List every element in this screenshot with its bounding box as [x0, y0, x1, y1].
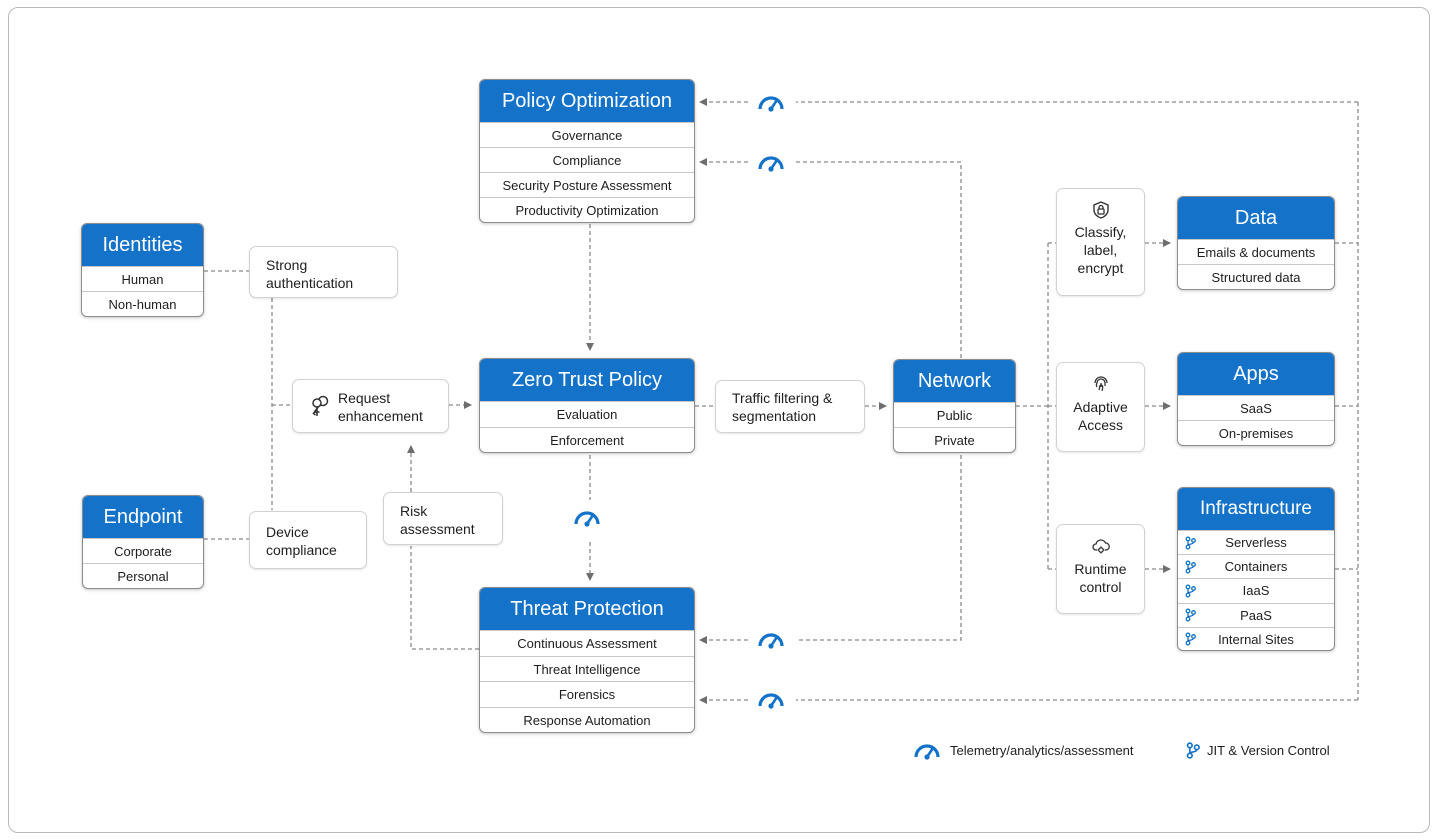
endpoint-item-corporate: Corporate	[83, 538, 203, 563]
device-compliance-label: Device compliance	[249, 511, 367, 569]
request-enhancement-line-1: Request	[338, 390, 391, 406]
classify-line-2: label,	[1083, 242, 1118, 258]
version-control-icon	[1185, 632, 1196, 646]
infra-item-serverless: Serverless	[1178, 530, 1334, 554]
classify-line-1: Classify,	[1074, 224, 1127, 240]
version-control-icon	[1185, 608, 1196, 622]
policy-item-compliance: Compliance	[480, 147, 694, 172]
zero-trust-policy-title: Zero Trust Policy	[480, 359, 694, 401]
version-control-icon	[1185, 584, 1196, 598]
infra-item-internal-sites: Internal Sites	[1178, 626, 1334, 650]
threat-item-continuous-assessment: Continuous Assessment	[480, 630, 694, 656]
runtime-control-line-1: Runtime	[1074, 561, 1127, 577]
strong-auth-line-2: authentication	[266, 275, 354, 291]
risk-assessment-line-2: assessment	[400, 521, 475, 537]
device-compliance-line-1: Device	[266, 524, 309, 540]
policy-item-governance: Governance	[480, 122, 694, 147]
identities-card: Identities Human Non-human	[81, 223, 204, 317]
apps-card: Apps SaaS On-premises	[1177, 352, 1335, 446]
adaptive-access-label: Adaptive Access	[1056, 362, 1145, 452]
data-title: Data	[1178, 197, 1334, 239]
traffic-filtering-label: Traffic filtering & segmentation	[715, 380, 865, 433]
apps-item-on-premises: On-premises	[1178, 420, 1334, 445]
ztp-item-enforcement: Enforcement	[480, 427, 694, 452]
telemetry-gauge-icon	[574, 511, 600, 527]
telemetry-gauge-icon	[758, 633, 784, 649]
strong-auth-line-1: Strong	[266, 257, 308, 273]
data-item-emails-documents: Emails & documents	[1178, 239, 1334, 264]
risk-assessment-line-1: Risk	[400, 503, 428, 519]
telemetry-gauge-icon	[758, 96, 784, 112]
traffic-filtering-line-2: segmentation	[732, 408, 817, 424]
infra-item-label: IaaS	[1242, 583, 1270, 599]
infrastructure-title: Infrastructure	[1178, 488, 1334, 530]
identities-title: Identities	[82, 224, 203, 266]
fingerprint-icon	[1093, 376, 1108, 392]
policy-optimization-card: Policy Optimization Governance Complianc…	[479, 79, 695, 223]
identities-item-human: Human	[82, 266, 203, 291]
endpoint-title: Endpoint	[83, 496, 203, 538]
keys-icon	[312, 395, 329, 416]
cloud-gear-icon	[1091, 539, 1110, 554]
legend-telemetry-label: Telemetry/analytics/assessment	[950, 743, 1134, 758]
policy-item-security-posture: Security Posture Assessment	[480, 172, 694, 197]
diagram-frame	[8, 7, 1430, 833]
telemetry-gauge-icon	[758, 693, 784, 709]
classify-label: Classify, label, encrypt	[1056, 188, 1145, 296]
network-title: Network	[894, 360, 1015, 402]
traffic-filtering-line-1: Traffic filtering &	[732, 390, 833, 406]
infra-item-label: Internal Sites	[1218, 631, 1294, 647]
threat-protection-title: Threat Protection	[480, 588, 694, 630]
apps-item-saas: SaaS	[1178, 395, 1334, 420]
adaptive-access-line-2: Access	[1077, 417, 1124, 433]
network-item-private: Private	[894, 427, 1015, 452]
legend-version-control-icon	[1186, 742, 1200, 759]
device-compliance-line-2: compliance	[266, 542, 337, 558]
infra-item-containers: Containers	[1178, 554, 1334, 578]
infra-item-paas: PaaS	[1178, 602, 1334, 627]
endpoint-item-personal: Personal	[83, 563, 203, 588]
infra-item-iaas: IaaS	[1178, 578, 1334, 602]
zero-trust-policy-card: Zero Trust Policy Evaluation Enforcement	[479, 358, 695, 453]
endpoint-card: Endpoint Corporate Personal	[82, 495, 204, 589]
strong-authentication-label: Strong authentication	[249, 246, 398, 298]
version-control-icon	[1185, 536, 1196, 550]
infra-item-label: PaaS	[1240, 607, 1272, 623]
data-card: Data Emails & documents Structured data	[1177, 196, 1335, 290]
network-card: Network Public Private	[893, 359, 1016, 453]
request-enhancement-label: Request enhancement	[292, 379, 449, 433]
classify-line-3: encrypt	[1077, 260, 1124, 276]
risk-assessment-label: Risk assessment	[383, 492, 503, 545]
identities-item-non-human: Non-human	[82, 291, 203, 316]
adaptive-access-line-1: Adaptive	[1073, 399, 1128, 415]
infra-item-label: Containers	[1224, 559, 1288, 575]
threat-protection-card: Threat Protection Continuous Assessment …	[479, 587, 695, 733]
infra-item-label: Serverless	[1225, 535, 1287, 550]
version-control-icon	[1185, 560, 1196, 574]
apps-title: Apps	[1178, 353, 1334, 395]
network-item-public: Public	[894, 402, 1015, 427]
runtime-control-label: Runtime control	[1056, 524, 1145, 614]
data-item-structured-data: Structured data	[1178, 264, 1334, 289]
legend-telemetry-icon	[914, 744, 940, 760]
threat-item-forensics: Forensics	[480, 681, 694, 707]
policy-item-productivity: Productivity Optimization	[480, 197, 694, 222]
infrastructure-card: Infrastructure Serverless Containers Iaa…	[1177, 487, 1335, 651]
telemetry-gauge-icon	[758, 156, 784, 172]
threat-item-response-automation: Response Automation	[480, 706, 694, 733]
request-enhancement-line-2: enhancement	[338, 408, 423, 424]
legend-jit-label: JIT & Version Control	[1207, 743, 1330, 758]
runtime-control-line-2: control	[1079, 579, 1122, 595]
shield-lock-icon	[1092, 201, 1109, 219]
policy-optimization-title: Policy Optimization	[480, 80, 694, 122]
ztp-item-evaluation: Evaluation	[480, 401, 694, 427]
threat-item-threat-intelligence: Threat Intelligence	[480, 655, 694, 682]
